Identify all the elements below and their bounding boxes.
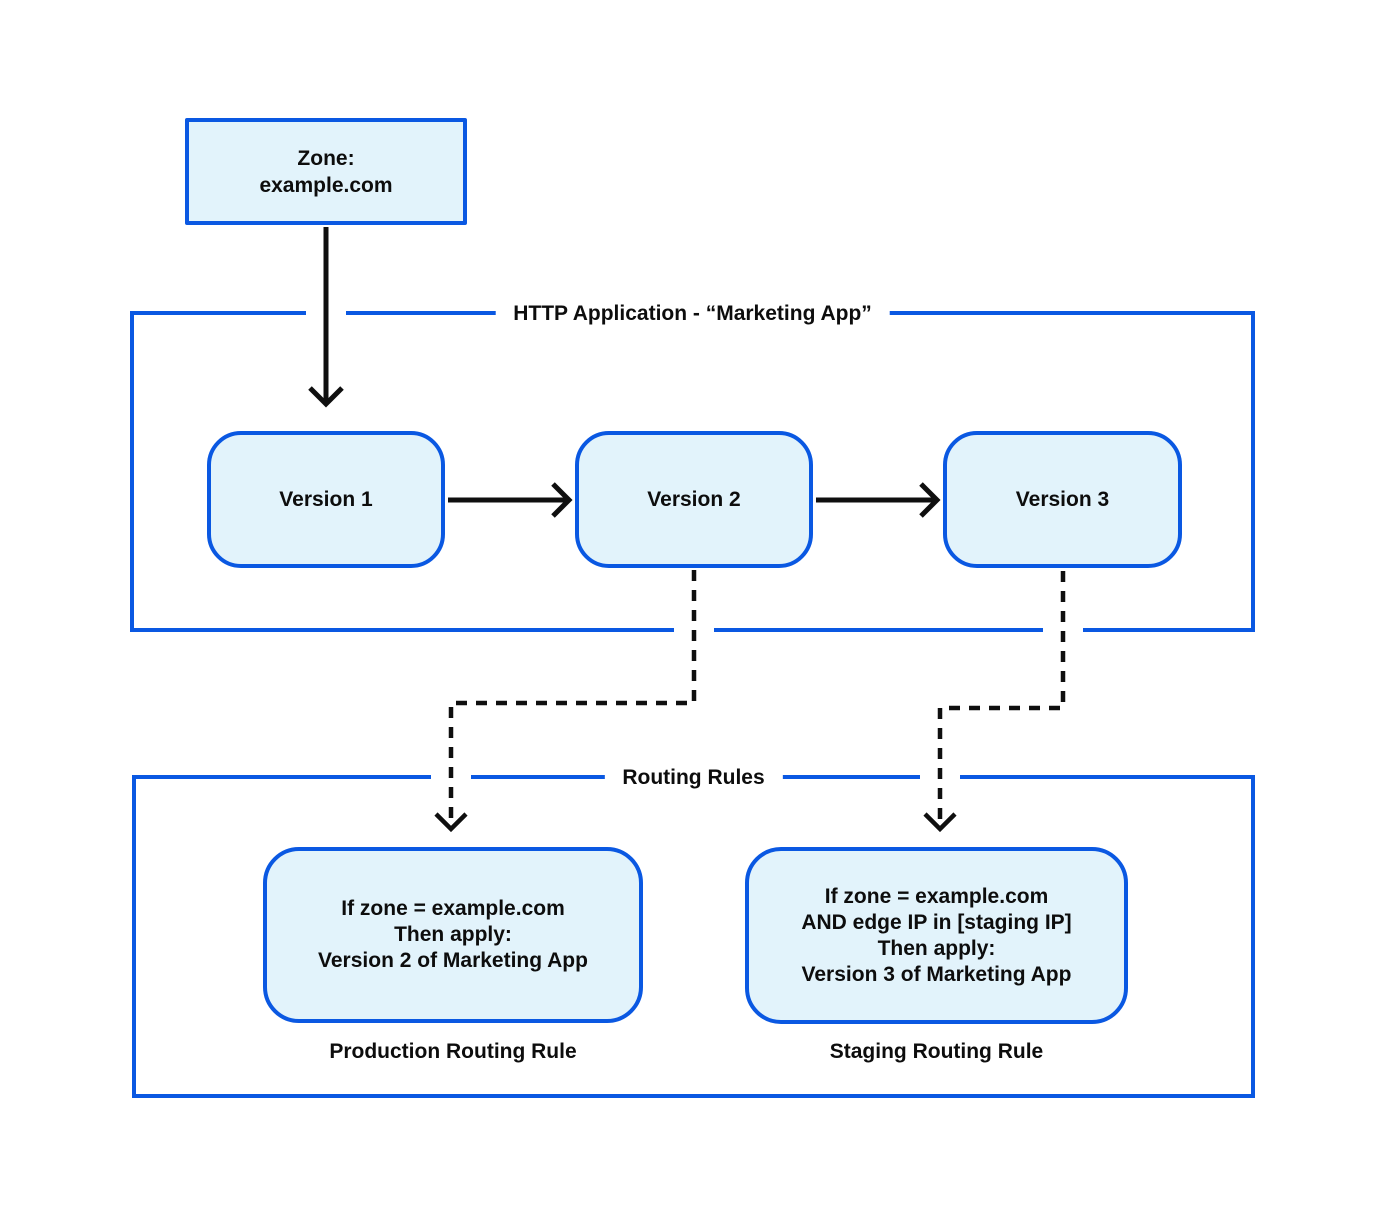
version-1-box: Version 1 (207, 431, 445, 568)
staging-rule-line: AND edge IP in [staging IP] (801, 910, 1072, 934)
staging-rule-line: If zone = example.com (824, 884, 1049, 908)
routing-rules-title: Routing Rules (604, 764, 783, 791)
staging-rule-box: If zone = example.com AND edge IP in [st… (745, 847, 1128, 1024)
zone-label: Zone: (297, 146, 355, 170)
zone-box: Zone: example.com (185, 118, 467, 225)
production-rule-line: Version 2 of Marketing App (318, 949, 588, 972)
production-rule-box: If zone = example.com Then apply: Versio… (263, 847, 643, 1023)
staging-rule-line: Then apply: (877, 936, 996, 960)
version-2-box: Version 2 (575, 431, 813, 568)
production-rule-line: Then apply: (394, 923, 512, 946)
production-rule-line: If zone = example.com (341, 897, 565, 920)
zone-domain: example.com (259, 173, 393, 197)
staging-rule-caption: Staging Routing Rule (829, 1040, 1044, 1063)
version-3-box: Version 3 (943, 431, 1182, 568)
production-rule-caption: Production Routing Rule (329, 1040, 577, 1063)
http-application-title: HTTP Application - “Marketing App” (495, 300, 890, 327)
staging-rule-line: Version 3 of Marketing App (801, 962, 1072, 986)
